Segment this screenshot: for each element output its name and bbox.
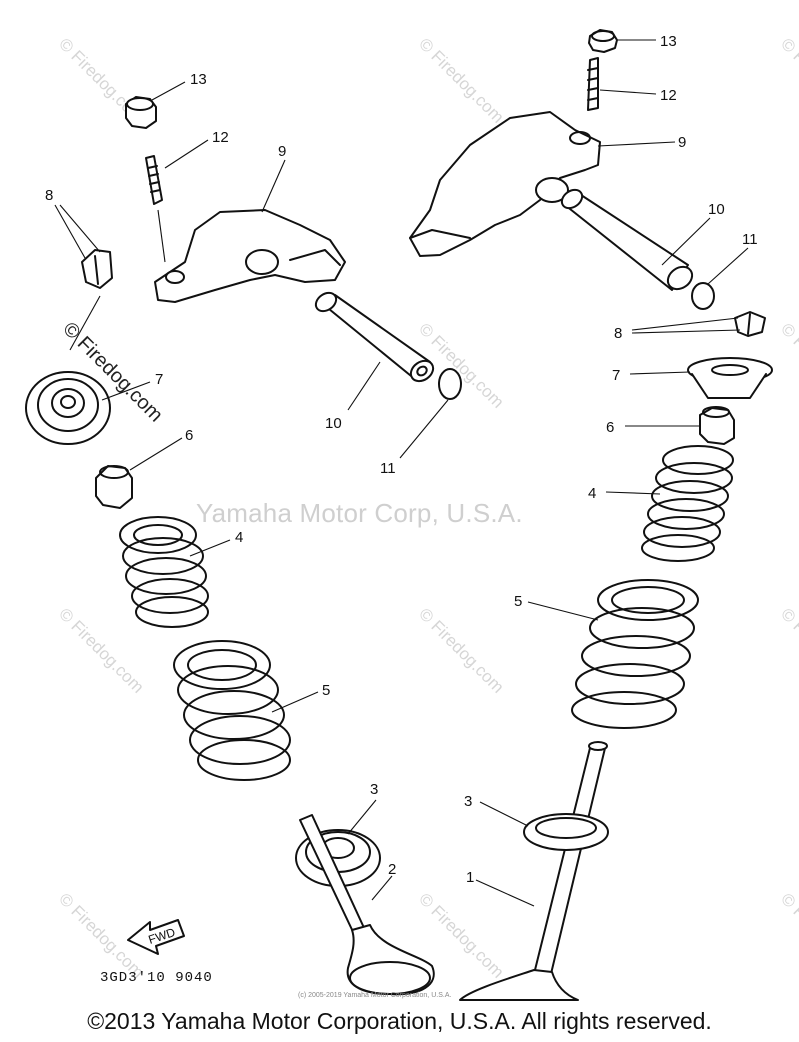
left-part-9-rocker-arm	[154, 209, 346, 303]
callout-label: 12	[660, 87, 677, 104]
left-part-11-o-ring	[438, 368, 462, 400]
left-part-10-rocker-shaft	[314, 291, 435, 383]
callout-label: 10	[708, 201, 725, 218]
right-part-9-rocker-arm	[409, 111, 601, 257]
right-part-8-collet	[734, 311, 766, 337]
callout-label: 11	[380, 460, 396, 477]
left-part-8-collet	[69, 249, 113, 351]
callout-label: 3	[370, 781, 378, 798]
callout-label: 7	[155, 371, 163, 388]
left-callouts: 13 12 9 8 7 6 4 5 10 11 3 2	[45, 71, 449, 901]
right-callouts: 13 12 9 10 11 8 7 6 4 5 3 1	[464, 33, 758, 907]
left-part-12-adjusting-screw	[145, 155, 166, 263]
callout-label: 5	[514, 593, 522, 610]
callout-label: 12	[212, 129, 229, 146]
callout-label: 8	[614, 325, 622, 342]
callout-label: 11	[742, 231, 758, 248]
copyright-notice: ©2013 Yamaha Motor Corporation, U.S.A. A…	[87, 1008, 712, 1034]
callout-label: 8	[45, 187, 53, 204]
callout-label: 5	[322, 682, 330, 699]
watermark-firedog: © Firedog.com	[777, 604, 799, 696]
left-part-2-intake-valve	[299, 814, 435, 996]
right-part-10-rocker-shaft	[560, 188, 694, 291]
callout-label: 6	[606, 419, 614, 436]
right-part-1-exhaust-valve	[459, 741, 608, 1001]
callout-label: 6	[185, 427, 193, 444]
right-part-11-o-ring	[691, 282, 715, 310]
callout-label: 2	[388, 861, 396, 878]
tiny-notice: (c) 2005-2019 Yamaha Motor Corporation, …	[298, 992, 452, 999]
callout-label: 3	[464, 793, 472, 810]
watermark-firedog: © Firedog.com	[777, 34, 799, 126]
watermark-firedog: © Firedog.com	[415, 34, 507, 126]
callout-label: 7	[612, 367, 620, 384]
callout-label: 13	[190, 71, 207, 88]
callout-label: 9	[278, 143, 286, 160]
forward-direction-arrow: FWD	[127, 919, 185, 955]
callout-label: 10	[325, 415, 342, 432]
watermark-firedog: © Firedog.com	[415, 604, 507, 696]
callout-label: 9	[678, 134, 686, 151]
callout-label: 13	[660, 33, 677, 50]
right-part-5-outer-spring	[571, 579, 699, 729]
right-part-3-spring-seat	[523, 813, 609, 851]
watermark-firedog: © Firedog.com	[777, 889, 799, 981]
right-part-13-nut	[588, 29, 618, 53]
left-part-6-valve-seal	[95, 465, 133, 509]
right-part-6-valve-seal	[699, 406, 735, 445]
right-part-4-inner-spring	[641, 445, 734, 562]
left-part-4-inner-spring	[119, 516, 209, 628]
callout-label: 4	[235, 529, 243, 546]
diagram-code: 3GD3'10 9040	[100, 970, 213, 986]
callout-label: 4	[588, 485, 596, 502]
callout-label: 1	[466, 869, 474, 886]
left-part-13-nut	[125, 96, 157, 129]
left-part-5-outer-spring	[173, 640, 291, 781]
watermark-center: Yamaha Motor Corp, U.S.A.	[196, 498, 523, 528]
right-part-12-adjusting-screw	[587, 57, 599, 111]
watermark-firedog: © Firedog.com	[55, 604, 147, 696]
watermark-firedog: © Firedog.com	[777, 319, 799, 411]
left-part-7-spring-retainer	[25, 371, 111, 445]
right-part-7-spring-retainer	[687, 357, 773, 399]
